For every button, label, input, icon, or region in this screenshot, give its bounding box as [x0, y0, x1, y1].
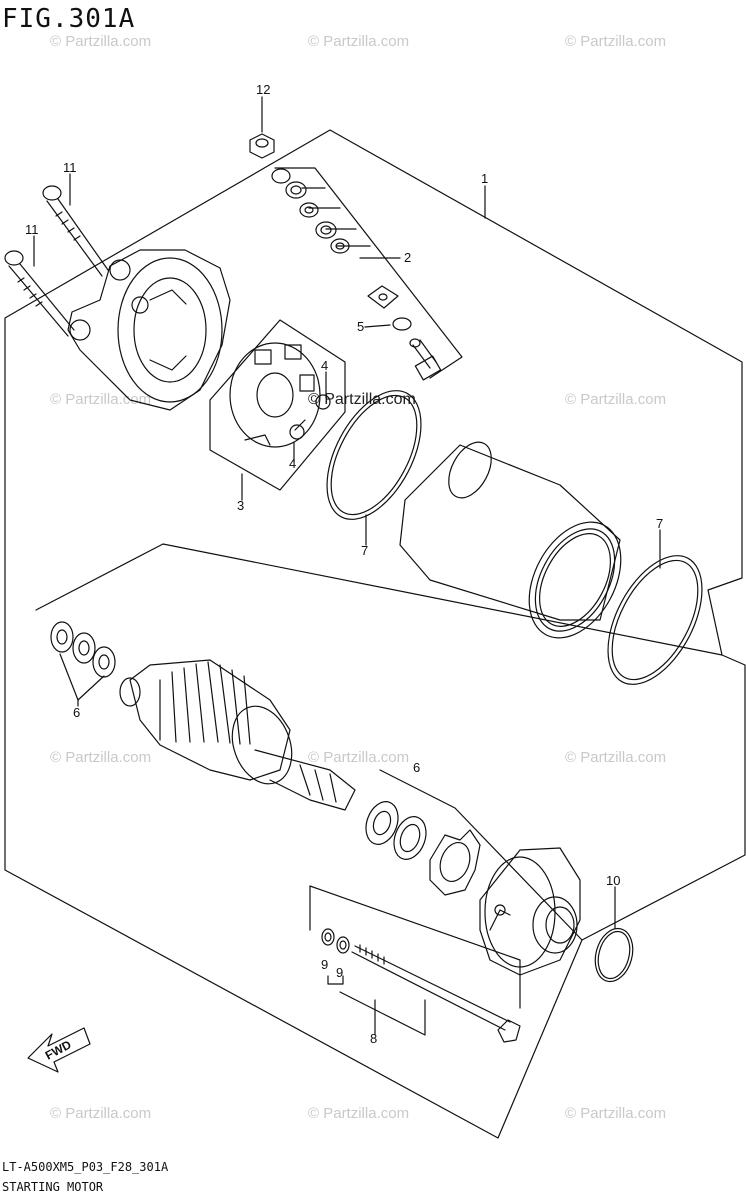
washers-part-6-upper	[51, 622, 115, 706]
o-ring-part-7-upper	[308, 375, 441, 534]
watermark: © Partzilla.com	[50, 33, 151, 50]
watermark: © Partzilla.com	[50, 391, 151, 408]
figure-caption: STARTING MOTOR	[2, 1180, 104, 1194]
o-ring-part-5	[393, 318, 411, 330]
callout-9-right: 9	[336, 965, 343, 980]
fwd-arrow-icon	[28, 1028, 90, 1072]
callout-9-left: 9	[321, 957, 328, 972]
reference-box-bolt	[309, 885, 521, 1009]
watermark: © Partzilla.com	[50, 1105, 151, 1122]
nut-part-12	[250, 134, 274, 158]
insulator-washers-part-2	[272, 169, 398, 308]
reference-box-bolt-right	[339, 991, 426, 1036]
brush-holder-part-3	[210, 320, 345, 490]
callout-7-upper: 7	[361, 543, 368, 558]
watermark: © Partzilla.com	[308, 33, 409, 50]
callout-4-lower: 4	[289, 456, 296, 471]
callout-10: 10	[606, 873, 620, 888]
callout-6-lower: 6	[413, 760, 420, 775]
terminal-bolt	[410, 339, 441, 380]
callout-2: 2	[404, 250, 411, 265]
watermark-layer: © Partzilla.com © Partzilla.com © Partzi…	[50, 33, 666, 1122]
through-bolt-part-8	[352, 945, 520, 1042]
watermark: © Partzilla.com	[50, 749, 151, 766]
callout-5: 5	[357, 319, 364, 334]
watermark: © Partzilla.com	[565, 391, 666, 408]
callout-7-lower: 7	[656, 516, 663, 531]
watermark-center: © Partzilla.com	[308, 391, 416, 408]
callout-1: 1	[481, 171, 488, 186]
o-ring-part-7-lower	[589, 540, 722, 699]
washers-part-6-lower	[360, 797, 431, 864]
washers-part-9	[322, 929, 349, 984]
callout-4-upper: 4	[321, 358, 328, 373]
callout-12: 12	[256, 82, 270, 97]
figure-title: FIG.301A	[2, 4, 136, 34]
watermark: © Partzilla.com	[308, 749, 409, 766]
assembly-outline	[4, 129, 746, 1139]
rear-housing	[68, 250, 230, 410]
bolt-part-11-upper	[43, 186, 108, 276]
watermark: © Partzilla.com	[565, 33, 666, 50]
callout-11-upper: 11	[63, 160, 77, 175]
o-ring-part-10	[590, 924, 639, 985]
armature	[120, 660, 355, 810]
callout-3: 3	[237, 498, 244, 513]
watermark: © Partzilla.com	[565, 749, 666, 766]
reference-box-end	[379, 769, 583, 941]
motor-case-yoke	[400, 435, 639, 653]
callout-labels: 12 1 11 11 2 5 4 4 3 7 7 6 6 10 9 9 8	[25, 82, 663, 1046]
callout-8: 8	[370, 1031, 377, 1046]
lock-plate	[430, 830, 480, 895]
watermark: © Partzilla.com	[565, 1105, 666, 1122]
figure-code: LT-A500XM5_P03_F28_301A	[2, 1160, 169, 1174]
front-housing	[480, 848, 580, 975]
callout-11-lower: 11	[25, 222, 39, 237]
callout-6-upper: 6	[73, 705, 80, 720]
reference-box-armature	[35, 543, 723, 656]
bolt-part-11-lower	[5, 251, 74, 336]
watermark: © Partzilla.com	[308, 1105, 409, 1122]
